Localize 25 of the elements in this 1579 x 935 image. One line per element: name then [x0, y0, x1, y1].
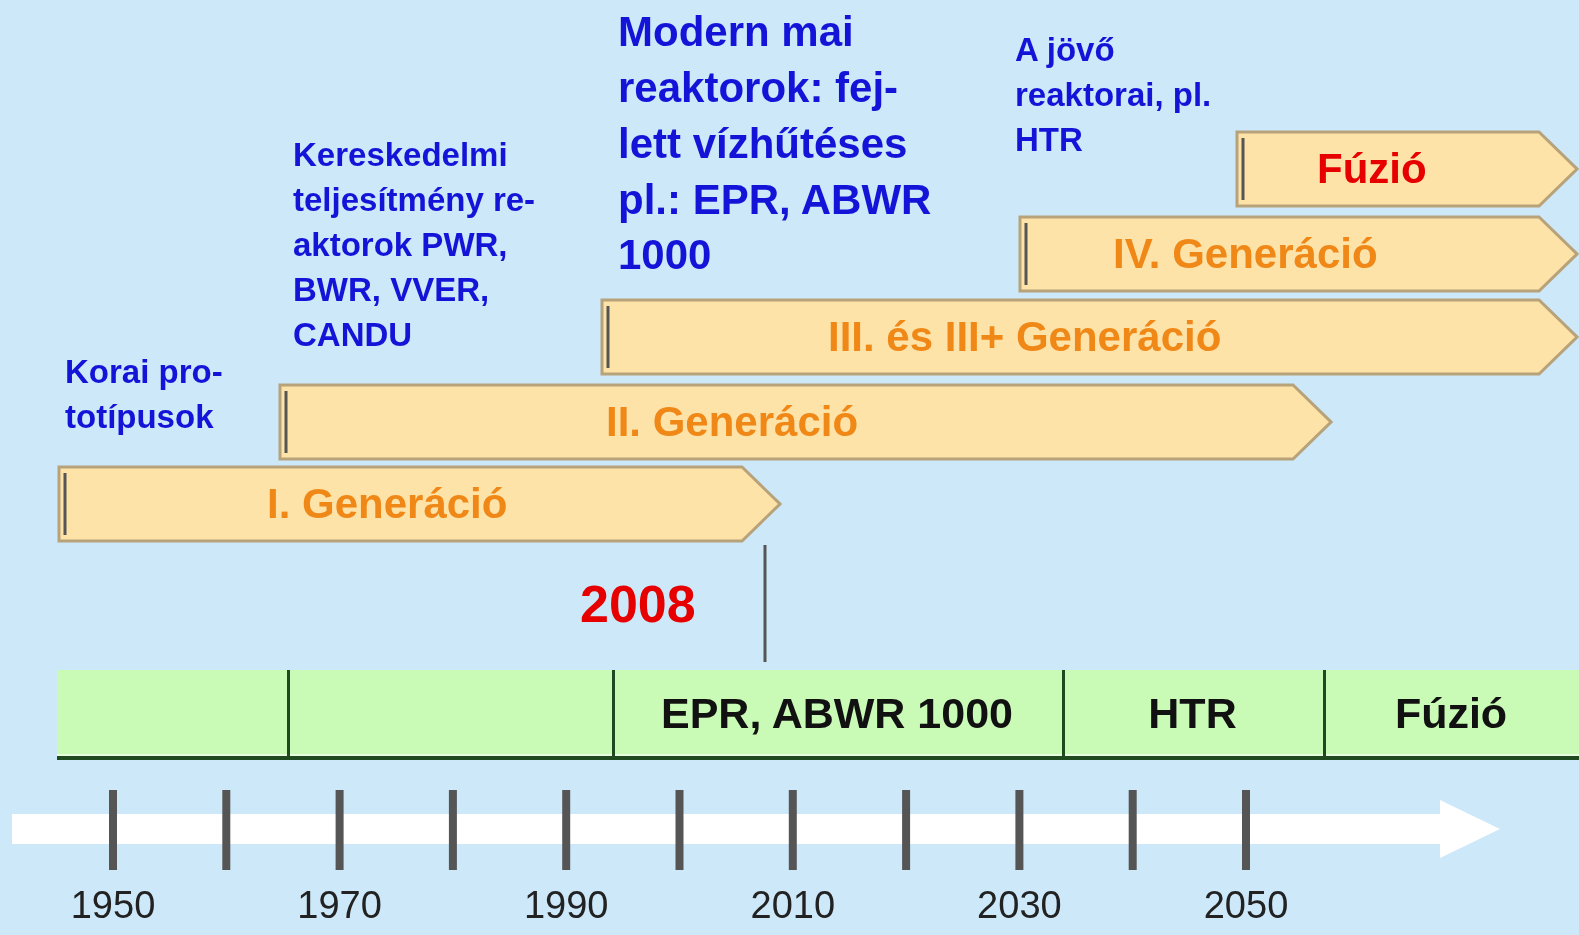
generation-arrow-bar: [1018, 215, 1579, 293]
generation-arrow-bar: [278, 383, 1333, 461]
generation-label: I. Generáció: [267, 479, 508, 529]
timeline-band: [57, 670, 1579, 760]
generation-caption: A jövő reaktorai, pl. HTR: [1015, 30, 1213, 160]
era-label: EPR, ABWR 1000: [660, 688, 1014, 738]
year-label: 1970: [297, 884, 382, 927]
generation-caption: Korai pro- totípusok: [65, 352, 224, 437]
generation-label: II. Generáció: [606, 397, 859, 447]
generation-label: Fúzió: [1317, 144, 1427, 194]
year-label: 1950: [70, 884, 156, 927]
year-label: 1990: [523, 884, 609, 927]
generation-arrow-bar: [600, 298, 1579, 376]
generation-caption: Modern mai reaktorok: fej- lett vízhűtéses pl.: EPR, ABWR 1000: [618, 7, 933, 281]
generation-label: III. és III+ Generáció: [828, 312, 1222, 362]
year-label: 2010: [750, 884, 836, 927]
generation-caption: Kereskedelmi teljesítmény re- aktorok PWR, BWR, VVER, CANDU: [293, 135, 537, 355]
year-label: 2050: [1203, 884, 1289, 927]
era-label: HTR: [1148, 688, 1237, 738]
generation-label: IV. Generáció: [1113, 229, 1378, 279]
generation-arrow-bar: [57, 465, 782, 543]
generation-arrow-bar: [1235, 130, 1579, 208]
year-label: 2030: [977, 884, 1062, 927]
year-marker-label: 2008: [580, 574, 696, 634]
era-label: Fúzió: [1394, 688, 1508, 738]
